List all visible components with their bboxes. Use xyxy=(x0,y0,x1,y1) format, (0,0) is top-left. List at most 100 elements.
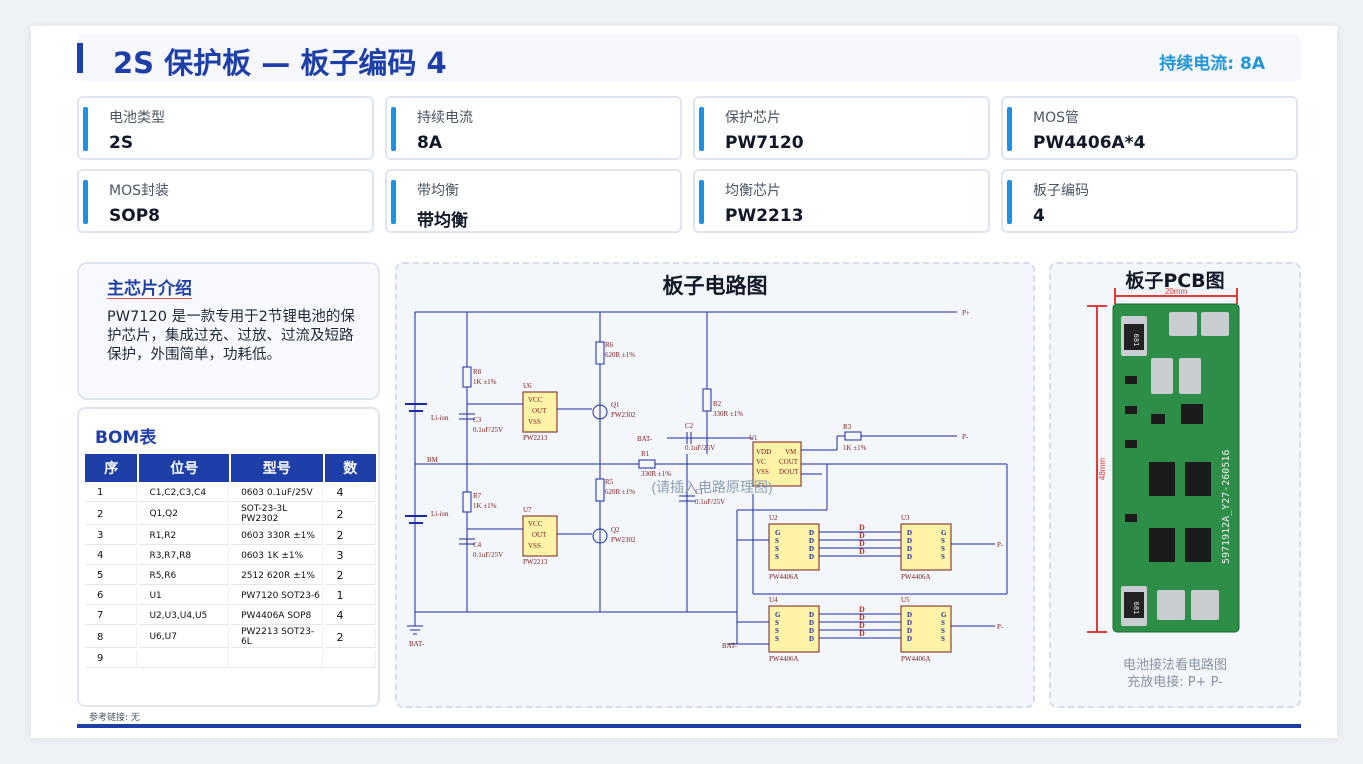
label-q2: Q2 xyxy=(611,526,620,534)
mid-d: D xyxy=(859,531,865,540)
net-bm: BM xyxy=(427,456,439,464)
spec-label: 带均衡 xyxy=(417,183,459,199)
bom-cell-index: 7 xyxy=(85,607,138,625)
pin-u7-vss: VSS xyxy=(528,542,541,550)
pcb-mosfet xyxy=(1149,462,1175,496)
bom-cell-model: 2512 620R ±1% xyxy=(231,567,323,585)
spec-value: 带均衡 xyxy=(417,211,468,231)
continuous-current-tag: 持续电流: 8A xyxy=(1159,54,1265,74)
spec-value: 4 xyxy=(1033,206,1045,226)
bom-cell-model: PW4406A SOP8 xyxy=(231,607,323,625)
bom-cell-designator: R5,R6 xyxy=(139,567,230,585)
bom-cell-model: 0603 330R ±1% xyxy=(231,527,323,545)
pcb-width-label: 20mm xyxy=(1165,287,1188,296)
label-u6: U6 xyxy=(523,382,532,390)
pcb-pad xyxy=(1169,312,1197,336)
pin-d: D xyxy=(907,545,912,553)
label-u1: U1 xyxy=(749,434,758,442)
card-accent xyxy=(391,107,396,151)
pcb-note-wiring: 电池接法看电路图 xyxy=(1122,658,1227,673)
pcb-resistor-label-bottom: 681 xyxy=(1132,602,1140,615)
label-r6-value: 620R ±1% xyxy=(605,351,635,359)
pcb-resistor-top xyxy=(1124,324,1144,350)
spec-card-mos-package: MOS封装 SOP8 xyxy=(77,169,374,233)
pin-g: G xyxy=(941,529,947,537)
mid-d: D xyxy=(859,613,865,622)
pin-d: D xyxy=(907,619,912,627)
label-q1: Q1 xyxy=(611,401,620,409)
label-u7: U7 xyxy=(523,506,532,514)
pcb-pad xyxy=(1151,358,1173,394)
label-r8-value: 1K ±1% xyxy=(473,378,497,386)
pin-d: D xyxy=(809,553,814,561)
card-accent xyxy=(1007,107,1012,151)
card-accent xyxy=(391,180,396,224)
pin-d: D xyxy=(907,627,912,635)
pcb-smd xyxy=(1125,440,1137,448)
pin-d: D xyxy=(809,545,814,553)
schematic-diagram: P+ P- P- P- BAT- BAT- BAT- BM Li-ion Li-… xyxy=(405,309,1008,663)
pcb-pad xyxy=(1157,590,1185,620)
pin-s: S xyxy=(941,553,945,561)
label-c4: C4 xyxy=(473,541,482,549)
bom-cell-index: 8 xyxy=(85,627,138,648)
mid-d: D xyxy=(859,523,865,532)
label-u5-part: PW4406A xyxy=(901,655,931,663)
bom-cell-model: 0603 0.1uF/25V xyxy=(231,484,323,502)
bom-cell-designator: Q1,Q2 xyxy=(139,504,230,525)
card-accent xyxy=(83,180,88,224)
spec-label: 板子编码 xyxy=(1033,183,1089,199)
bom-cell-index: 1 xyxy=(85,484,138,502)
bom-cell-qty: 1 xyxy=(324,587,376,605)
pin-s: S xyxy=(941,627,945,635)
pin-s: S xyxy=(941,537,945,545)
label-r7-value: 1K ±1% xyxy=(473,502,497,510)
spec-card-balance: 带均衡 带均衡 xyxy=(385,169,682,233)
pin-u1-vm: VM xyxy=(785,448,797,456)
bom-row: 9 xyxy=(85,650,376,668)
bom-cell-designator: U2,U3,U4,U5 xyxy=(139,607,230,625)
pin-u1-dout: DOUT xyxy=(779,468,799,476)
label-u4: U4 xyxy=(769,596,778,604)
bom-cell-index: 5 xyxy=(85,567,138,585)
mid-d: D xyxy=(859,605,865,614)
label-r6: R6 xyxy=(605,341,614,349)
spec-card-current: 持续电流 8A xyxy=(385,96,682,160)
label-r8: R8 xyxy=(473,368,482,376)
spec-label: MOS封装 xyxy=(109,183,169,199)
mid-d: D xyxy=(859,539,865,548)
net-bat-minus: BAT- xyxy=(409,640,425,648)
pin-d: D xyxy=(907,611,912,619)
schematic-placeholder: (请插入电路原理图) xyxy=(651,479,772,495)
bom-cell-designator: C1,C2,C3,C4 xyxy=(139,484,230,502)
bom-cell-qty: 2 xyxy=(324,567,376,585)
label-r2: R2 xyxy=(713,400,722,408)
pin-s: S xyxy=(775,635,779,643)
spec-label: 保护芯片 xyxy=(725,110,781,126)
spec-label: 电池类型 xyxy=(109,110,165,126)
bom-cell-designator: U6,U7 xyxy=(139,627,230,648)
pin-d: D xyxy=(907,635,912,643)
label-r1-value: 330R ±1% xyxy=(641,470,671,478)
pin-s: S xyxy=(775,553,779,561)
mid-d: D xyxy=(859,547,865,556)
label-r5-value: 620R ±1% xyxy=(605,488,635,496)
bom-cell-model xyxy=(231,650,323,668)
label-li-ion-1: Li-ion xyxy=(431,414,449,422)
pcb-smd xyxy=(1125,376,1137,384)
label-c2: C2 xyxy=(685,422,694,430)
bom-col-model: 型号 xyxy=(231,454,323,482)
spec-value: 2S xyxy=(109,133,134,153)
label-u5: U5 xyxy=(901,596,910,604)
reference-link: 参考链接: 无 xyxy=(89,713,140,723)
label-u3: U3 xyxy=(901,514,910,522)
pin-g: G xyxy=(941,611,947,619)
pin-u1-vss: VSS xyxy=(756,468,769,476)
